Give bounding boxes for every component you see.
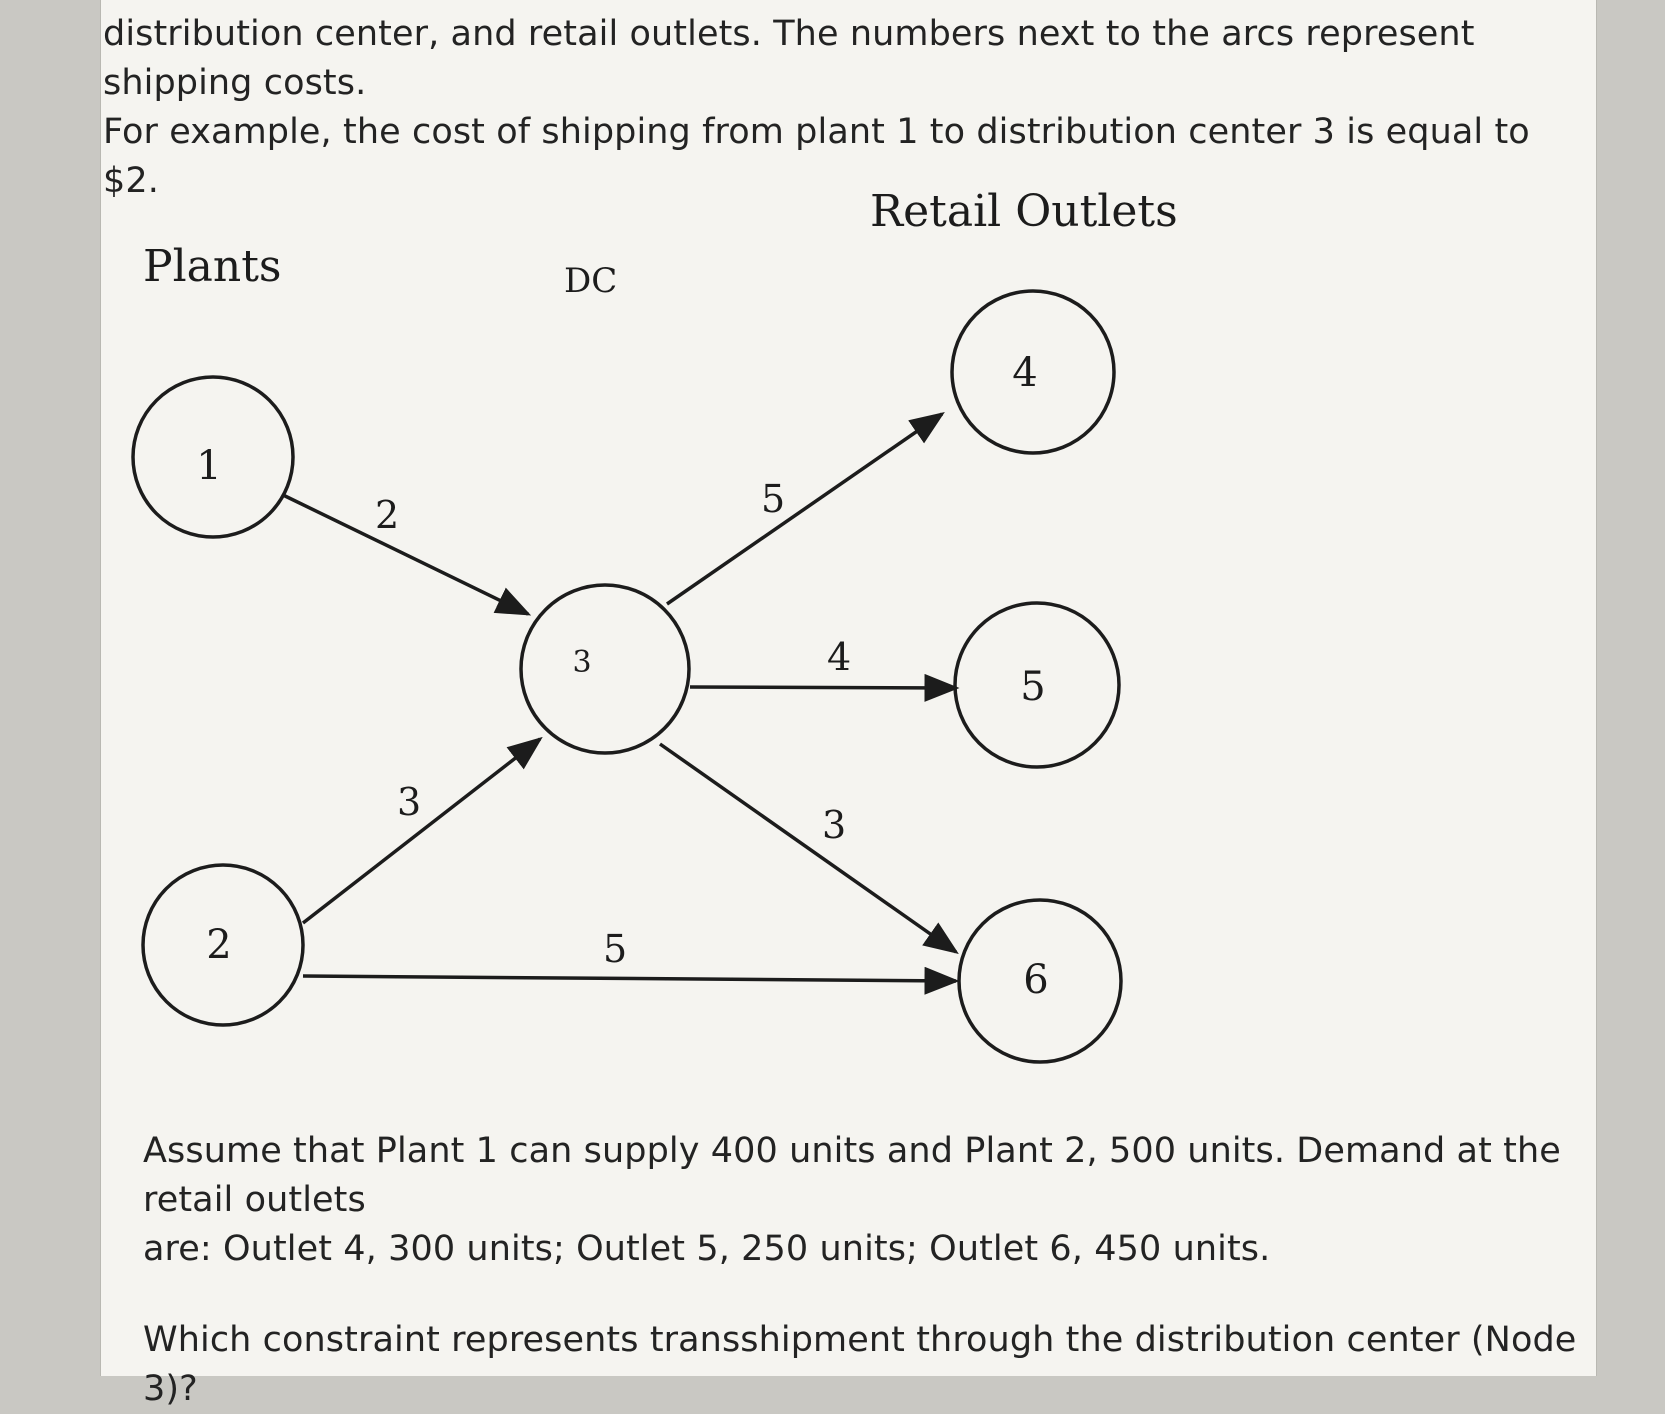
network-diagram: Plants DC Retail Outlets 2 3 5 5 4 3 1 2… xyxy=(131,186,1178,1064)
intro-line-1: distribution center, and retail outlets.… xyxy=(103,14,1475,103)
arc-3-to-5 xyxy=(689,673,960,702)
cost-label-3-6: 3 xyxy=(822,803,846,847)
assumption-line-1: Assume that Plant 1 can supply 400 units… xyxy=(143,1131,1561,1220)
node-label-6: 6 xyxy=(1023,957,1048,1003)
arc-2-to-3 xyxy=(301,736,543,925)
cost-label-3-4: 5 xyxy=(761,477,785,521)
node-label-2: 2 xyxy=(206,922,231,968)
node-label-4: 4 xyxy=(1012,350,1037,396)
node-outlet-5 xyxy=(953,601,1121,769)
intro-line-2: For example, the cost of shipping from p… xyxy=(103,112,1530,201)
node-outlet-6 xyxy=(957,898,1123,1064)
cost-label-3-5: 4 xyxy=(827,635,851,679)
arc-1-to-3 xyxy=(282,493,532,616)
content-card: distribution center, and retail outlets.… xyxy=(100,0,1597,1409)
arc-3-to-4 xyxy=(666,412,945,606)
cost-label-2-6: 5 xyxy=(603,927,627,971)
plants-heading: Plants xyxy=(143,241,282,292)
dc-heading: DC xyxy=(564,261,617,301)
node-label-3: 3 xyxy=(572,645,591,680)
node-label-5: 5 xyxy=(1020,664,1045,710)
node-plant-2 xyxy=(141,863,305,1027)
node-plant-1 xyxy=(131,375,295,539)
intro-paragraph: distribution center, and retail outlets.… xyxy=(103,10,1583,206)
node-label-1: 1 xyxy=(196,443,221,489)
assumption-paragraph: Assume that Plant 1 can supply 400 units… xyxy=(143,1127,1583,1274)
cost-label-2-3: 3 xyxy=(397,780,421,824)
arc-3-to-6 xyxy=(658,742,959,955)
node-dc-3 xyxy=(519,583,691,755)
assumption-line-2: are: Outlet 4, 300 units; Outlet 5, 250 … xyxy=(143,1229,1271,1269)
arc-2-to-6 xyxy=(302,966,960,995)
node-outlet-4 xyxy=(950,289,1116,455)
cost-label-1-3: 2 xyxy=(375,493,399,537)
retail-outlets-heading: Retail Outlets xyxy=(870,186,1178,237)
